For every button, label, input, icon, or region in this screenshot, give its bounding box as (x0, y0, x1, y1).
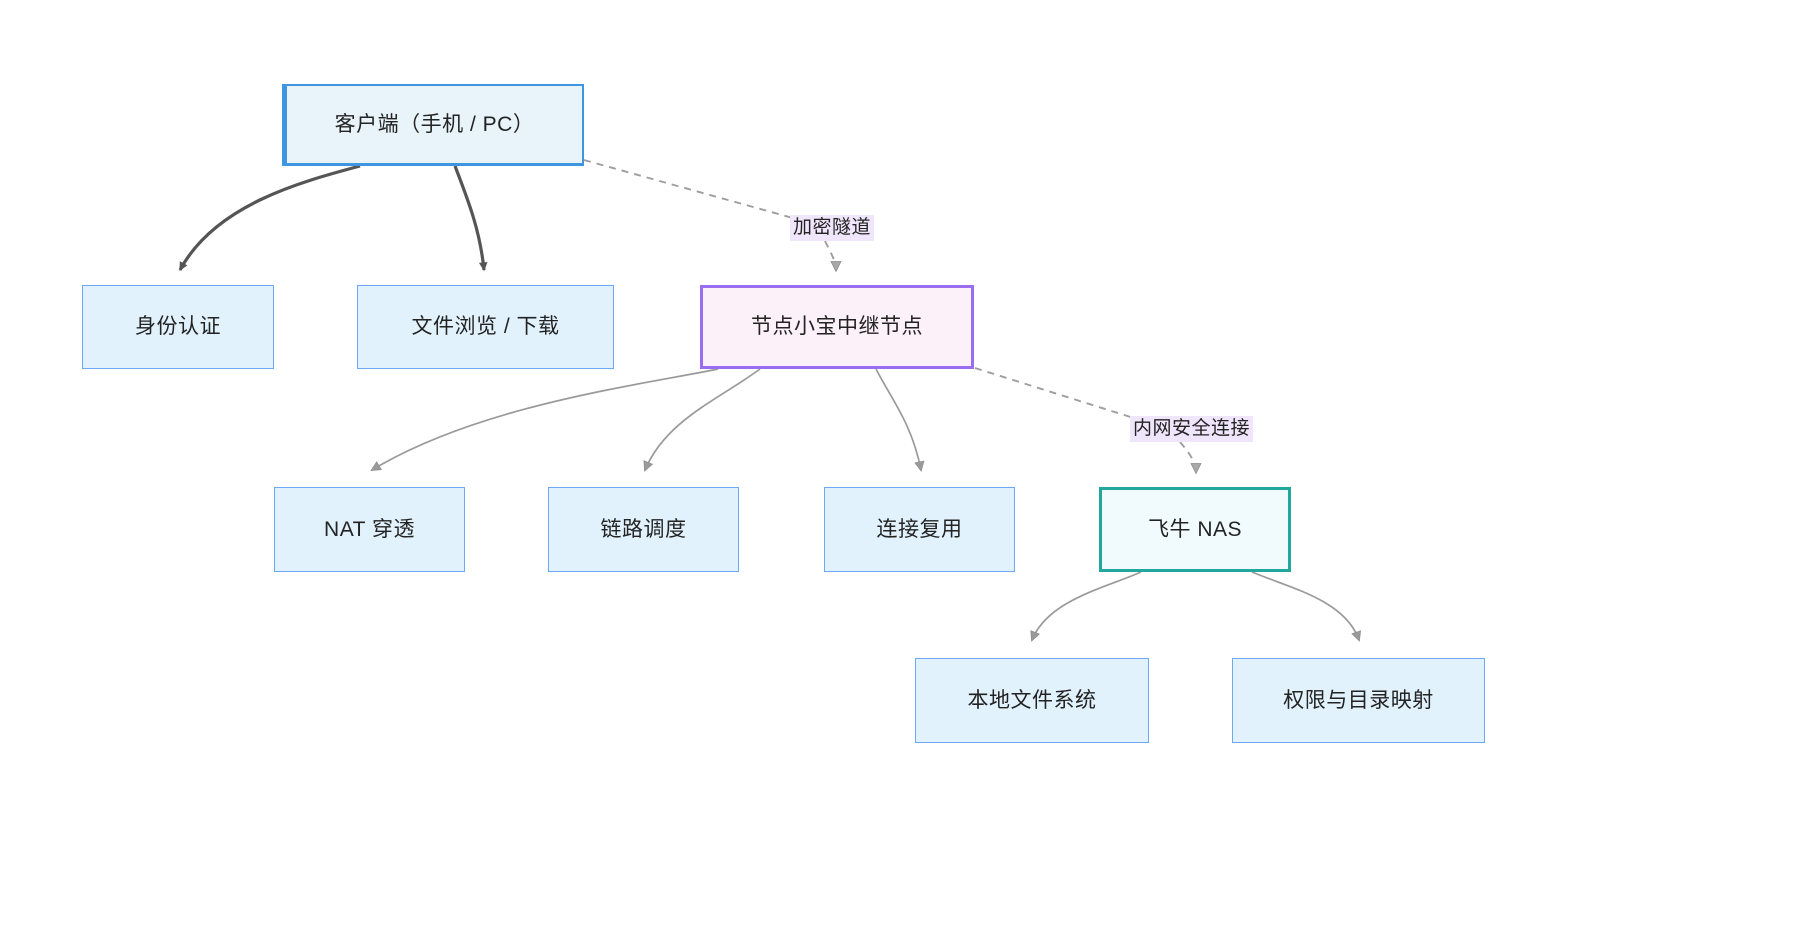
edge-client-relay-a (583, 159, 801, 221)
node-connection-multiplex-label: 连接复用 (876, 517, 963, 541)
node-permission-mapping[interactable]: 权限与目录映射 (1232, 658, 1485, 743)
edge-label-lan-secure-text: 内网安全连接 (1133, 418, 1251, 439)
edge-relay-nat (370, 368, 719, 472)
edge-client-relay-b (824, 240, 842, 273)
node-relay[interactable]: 节点小宝中继节点 (700, 285, 974, 369)
node-auth[interactable]: 身份认证 (82, 285, 274, 369)
node-link-scheduling[interactable]: 链路调度 (548, 487, 739, 572)
node-connection-multiplex[interactable]: 连接复用 (824, 487, 1015, 572)
node-relay-label: 节点小宝中继节点 (751, 315, 923, 339)
node-link-scheduling-label: 链路调度 (600, 517, 687, 541)
node-nas[interactable]: 飞牛 NAS (1099, 487, 1291, 572)
edge-nas-perm (1251, 571, 1362, 642)
node-nat[interactable]: NAT 穿透 (274, 487, 465, 572)
node-local-filesystem-label: 本地文件系统 (967, 688, 1097, 712)
node-file-browse-label: 文件浏览 / 下载 (411, 315, 560, 339)
node-client-label: 客户端（手机 / PC） (334, 112, 535, 136)
edge-client-auth (178, 164, 361, 272)
edge-relay-nas-a (974, 367, 1141, 421)
edge-nas-fs (1030, 571, 1142, 642)
edge-relay-nas-b (1179, 441, 1202, 475)
node-nas-label: 飞牛 NAS (1147, 517, 1242, 541)
node-client[interactable]: 客户端（手机 / PC） (282, 84, 584, 166)
edge-relay-sched (643, 368, 761, 472)
edge-label-lan-secure: 内网安全连接 (1130, 416, 1254, 442)
node-file-browse[interactable]: 文件浏览 / 下载 (357, 285, 614, 369)
node-nat-label: NAT 穿透 (324, 517, 415, 541)
edge-label-encrypted-tunnel-text: 加密隧道 (793, 217, 872, 238)
edge-relay-mux (875, 368, 925, 472)
node-auth-label: 身份认证 (135, 315, 221, 339)
edge-label-encrypted-tunnel: 加密隧道 (790, 215, 875, 241)
edge-client-browse (453, 165, 488, 272)
node-permission-mapping-label: 权限与目录映射 (1283, 688, 1434, 712)
node-local-filesystem[interactable]: 本地文件系统 (915, 658, 1149, 743)
